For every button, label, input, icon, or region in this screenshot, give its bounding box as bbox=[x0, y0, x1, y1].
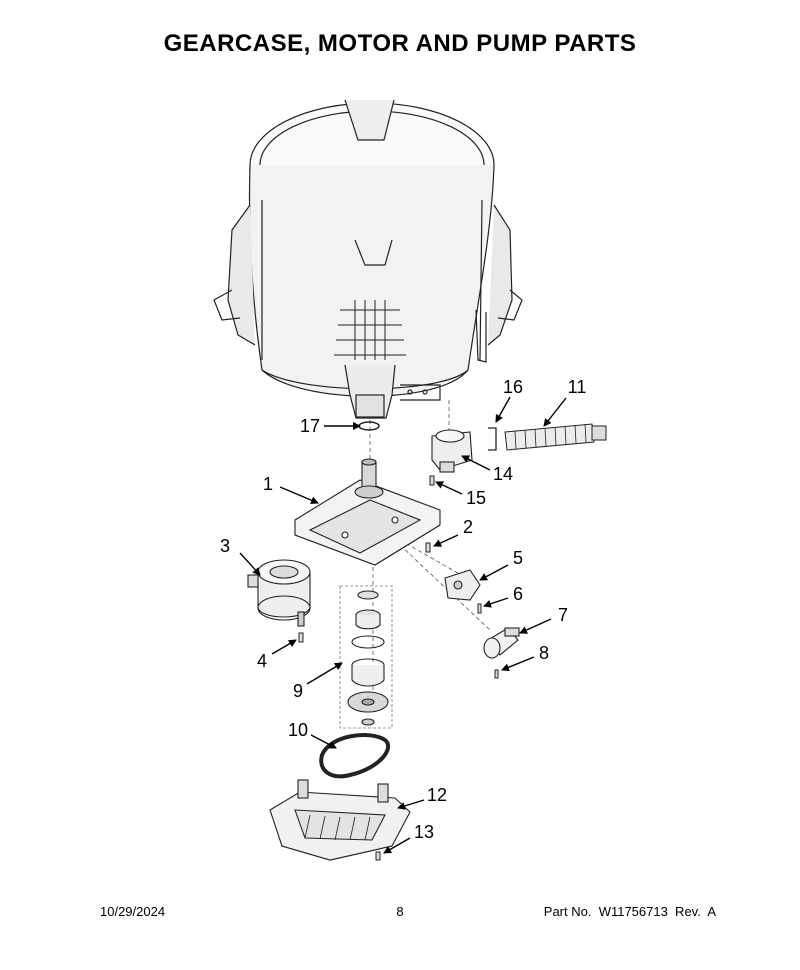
part-5-actuator bbox=[444, 569, 481, 601]
part-15-screw bbox=[429, 475, 435, 486]
callout-10: 10 bbox=[288, 720, 308, 740]
footer-date: 10/29/2024 bbox=[100, 904, 166, 919]
part-4-screw bbox=[298, 632, 304, 643]
outer-tub bbox=[213, 99, 523, 419]
callout-8: 8 bbox=[539, 643, 549, 663]
part-7-solenoid bbox=[483, 627, 520, 659]
footer-page-number: 8 bbox=[396, 904, 404, 919]
assembly-guide-lines bbox=[369, 400, 491, 700]
callout-2: 2 bbox=[463, 517, 473, 537]
part-12-base bbox=[269, 779, 411, 861]
part-10-belt bbox=[319, 733, 391, 779]
callout-9: 9 bbox=[293, 681, 303, 701]
part-11-drain-hose bbox=[504, 423, 607, 451]
part-16-clamp bbox=[488, 427, 497, 451]
footer-part-number: Part No. W11756713 Rev. A bbox=[543, 904, 716, 919]
callout-labels: 1 2 3 4 5 6 7 8 9 10 11 12 13 14 15 16 1… bbox=[220, 377, 586, 842]
callout-12: 12 bbox=[427, 785, 447, 805]
callout-16: 16 bbox=[503, 377, 523, 397]
part-13-screw bbox=[375, 851, 381, 861]
callout-13: 13 bbox=[414, 822, 434, 842]
callout-5: 5 bbox=[513, 548, 523, 568]
part-3-motor bbox=[247, 559, 311, 627]
page-title: GEARCASE, MOTOR AND PUMP PARTS bbox=[163, 30, 637, 57]
part-2-screw bbox=[425, 542, 431, 553]
part-6-screw bbox=[477, 603, 482, 614]
part-9-clutch-kit bbox=[339, 585, 393, 729]
callout-14: 14 bbox=[493, 464, 513, 484]
callout-15: 15 bbox=[466, 488, 486, 508]
callout-7: 7 bbox=[558, 605, 568, 625]
leader-arrows bbox=[239, 396, 567, 854]
callout-3: 3 bbox=[220, 536, 230, 556]
callout-11: 11 bbox=[568, 377, 587, 397]
callout-4: 4 bbox=[257, 651, 267, 671]
callout-1: 1 bbox=[263, 474, 273, 494]
callout-17: 17 bbox=[300, 416, 320, 436]
part-1-gearcase bbox=[294, 458, 441, 566]
part-17-seal bbox=[358, 421, 380, 431]
part-14-pump bbox=[431, 429, 473, 473]
part-8-screw bbox=[494, 669, 499, 679]
callout-6: 6 bbox=[513, 584, 523, 604]
